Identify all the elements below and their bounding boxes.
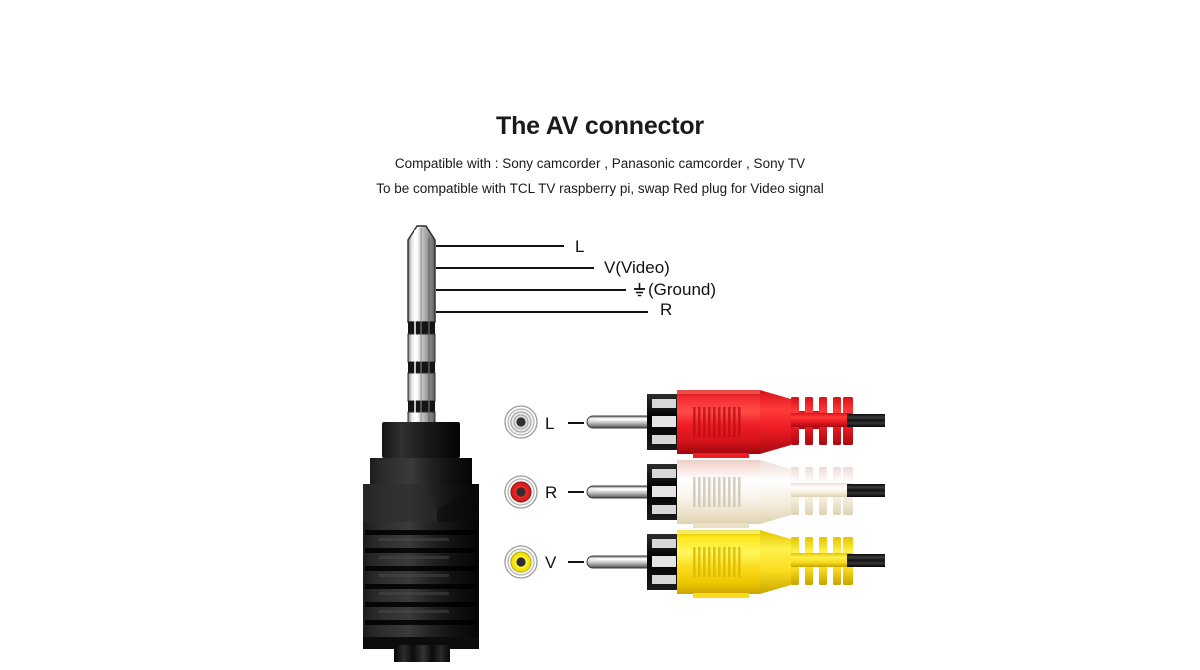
jack-icon-video (504, 545, 538, 579)
callout-label-ring2: (Ground) (633, 281, 716, 298)
trrs-plug-cable (394, 645, 450, 656)
compatibility-note: Compatible with : Sony camcorder , Panas… (394, 156, 806, 171)
callout-label-ring1: V(Video) (604, 259, 670, 276)
callout-line-ring1 (436, 267, 594, 269)
callout-text-tip: L (575, 237, 585, 256)
jack-icon-right (504, 475, 538, 509)
white-rca-connector (586, 460, 885, 528)
page-title: The AV connector (496, 112, 704, 140)
trrs-plug-illustration (363, 225, 479, 662)
jack-label-video: V (545, 553, 557, 572)
callout-line-sleeve (436, 311, 648, 313)
red-rca-connector (586, 390, 885, 458)
callout-line-ring2 (436, 289, 626, 291)
callout-text-sleeve: R (660, 300, 673, 319)
callout-text-ring2: (Ground) (648, 280, 717, 299)
callout-line-tip (436, 245, 564, 247)
callout-label-tip: L (575, 238, 584, 255)
jack-icon-left (504, 405, 538, 439)
jack-label-right: R (545, 483, 558, 502)
swap-note: To be compatible with TCL TV raspberry p… (376, 181, 824, 196)
ground-symbol-icon (633, 283, 646, 297)
callout-text-ring1: V(Video) (604, 258, 670, 277)
callout-label-sleeve: R (660, 301, 672, 318)
yellow-rca-connector (586, 530, 885, 598)
jack-dash-video (568, 561, 584, 563)
jack-label-left: L (545, 414, 555, 433)
jack-dash-left (568, 422, 584, 424)
jack-dash-right (568, 491, 584, 493)
